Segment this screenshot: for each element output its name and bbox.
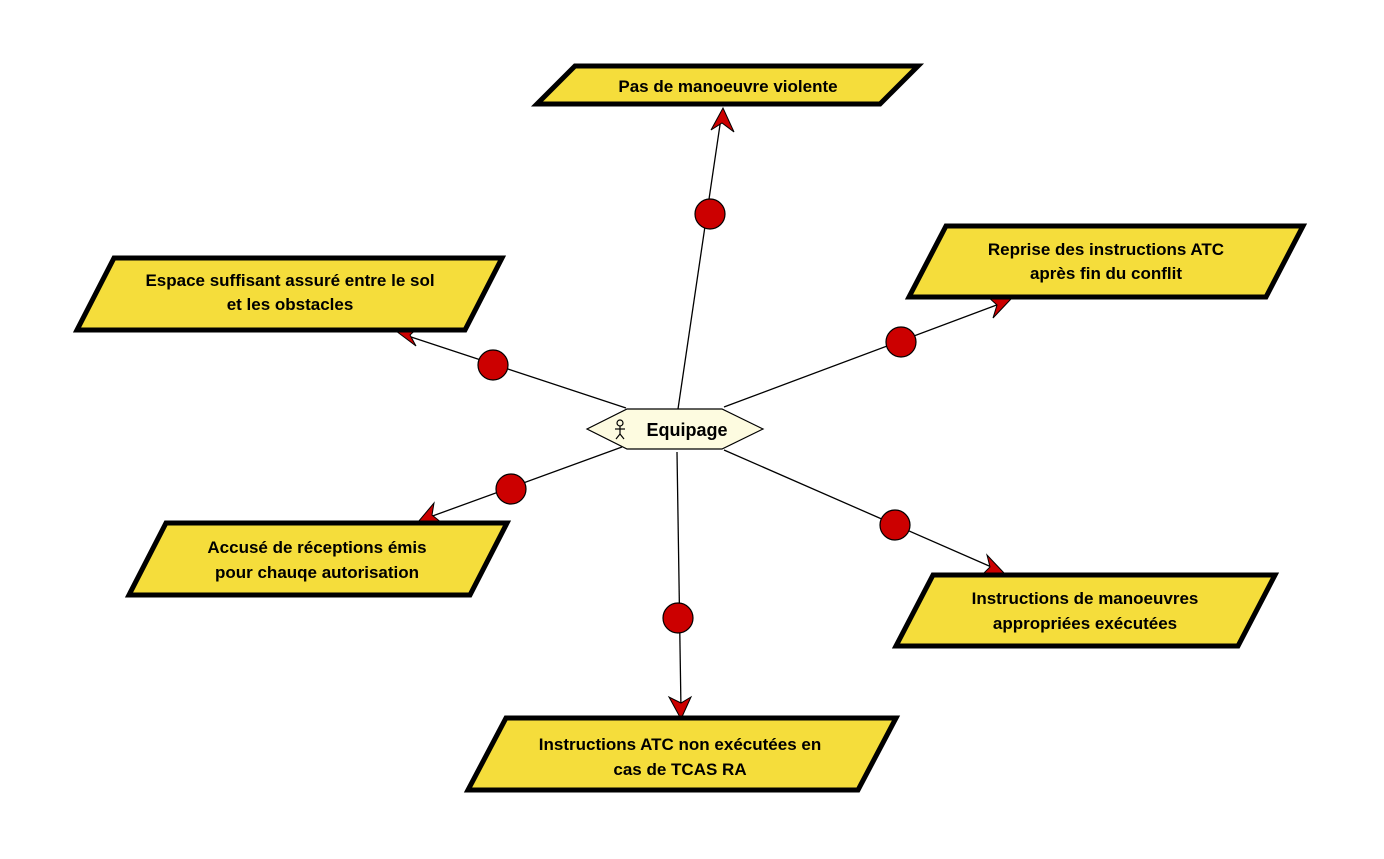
goal-instructions-manoeuvres[interactable]: Instructions de manoeuvres appropriées ex… <box>891 572 1280 649</box>
svg-text:Pas de manoeuvre violente: Pas de manoeuvre violente <box>618 77 837 96</box>
goal-label: pour chauqe autorisation <box>215 563 419 582</box>
agent-label: Equipage <box>646 420 727 440</box>
edges <box>404 117 1003 711</box>
svg-text:Espace suffisant assuré entre: Espace suffisant assuré entre le sol et l… <box>145 271 434 314</box>
arrowhead-icon <box>710 106 735 133</box>
dot-icon <box>879 509 911 541</box>
goal-label: Instructions de manoeuvres <box>972 589 1199 608</box>
edge-espace <box>404 334 627 409</box>
arrowhead-icon <box>667 695 693 721</box>
edge-manoeuvres <box>723 449 997 570</box>
dot-icon <box>662 602 694 634</box>
actor-icon <box>615 419 625 440</box>
goal-instructions-atc[interactable]: Instructions ATC non exécutées en cas de … <box>463 715 901 793</box>
edge-pas-de-manoeuvre <box>677 117 722 410</box>
agent-equipage[interactable]: Equipage <box>585 408 765 450</box>
connector-dots <box>477 198 917 634</box>
dot-icon <box>477 349 509 381</box>
svg-text:Equipage: Equipage <box>646 420 727 440</box>
goal-pas-de-manoeuvre[interactable]: Pas de manoeuvre violente <box>530 63 925 107</box>
goal-espace-suffisant[interactable]: Espace suffisant assuré entre le sol et l… <box>72 255 507 333</box>
goal-label: Instructions ATC non exécutées en <box>539 735 821 754</box>
edge-reprise <box>723 302 1003 408</box>
goal-label: appropriées exécutées <box>993 614 1177 633</box>
goal-label: Reprise des instructions ATC <box>988 240 1224 259</box>
goal-label: Pas de manoeuvre violente <box>618 77 837 96</box>
goal-accuse-reception[interactable]: Accusé de réceptions émis pour chauqe aut… <box>124 520 512 598</box>
dot-icon <box>885 326 917 358</box>
goal-label: après fin du conflit <box>1030 264 1182 283</box>
goal-label: Accusé de réceptions émis <box>207 538 426 557</box>
edge-atc <box>676 451 682 711</box>
goal-label: Espace suffisant assuré entre le sol <box>145 271 434 290</box>
dot-icon <box>495 473 527 505</box>
arrowhead-icon <box>416 501 444 524</box>
dot-icon <box>694 198 726 230</box>
svg-text:Instructions ATC non exécutées: Instructions ATC non exécutées en cas de … <box>539 735 821 779</box>
goal-label: cas de TCAS RA <box>613 760 746 779</box>
goal-reprise-instructions[interactable]: Reprise des instructions ATC après fin du… <box>904 223 1308 300</box>
goal-label: et les obstacles <box>227 295 354 314</box>
